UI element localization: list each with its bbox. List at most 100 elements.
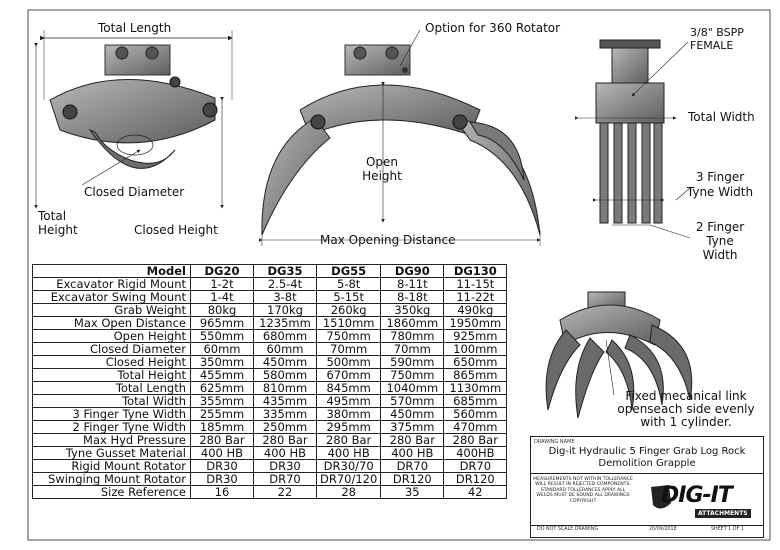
- spec-cell: 60mm: [253, 342, 317, 356]
- total-height-label-1: Total: [38, 209, 67, 223]
- spec-cell: 400HB: [443, 446, 508, 460]
- end-view: [575, 39, 691, 239]
- front-view-open: [259, 29, 541, 246]
- spec-cell: 280 Bar: [190, 433, 254, 447]
- drawing-name-label: DRAWING NAME: [534, 439, 575, 445]
- spec-cell: 750mm: [315, 329, 382, 343]
- spec-row-label: Total Height: [32, 368, 191, 382]
- spec-cell: 560mm: [443, 407, 508, 421]
- spec-cell: DR70: [443, 459, 508, 473]
- link-note-3: with 1 cylinder.: [640, 415, 732, 429]
- spec-cell: 170kg: [253, 303, 317, 317]
- spec-cell: DR70: [253, 472, 317, 486]
- spec-cell: 845mm: [315, 381, 382, 395]
- do-not-scale: DO NOT SCALE DRAWING: [537, 527, 599, 532]
- spec-cell: 350kg: [380, 303, 445, 317]
- three-finger-label-2: Tyne Width: [686, 185, 754, 199]
- spec-cell: 11-22t: [443, 290, 508, 304]
- spec-cell: 260kg: [315, 303, 382, 317]
- tolerance-notes: MEASUREMENTS NOT WITHIN TOLLERANCE WILL …: [533, 477, 633, 504]
- spec-row-label: Total Length: [32, 381, 191, 395]
- spec-cell: 1-4t: [190, 290, 254, 304]
- spec-cell: 70mm: [315, 342, 382, 356]
- open-height-label-1: Open: [365, 155, 399, 169]
- spec-cell: 5-8t: [315, 277, 382, 291]
- spec-cell: 580mm: [253, 368, 317, 382]
- drawing-title-line1: Dig-it Hydraulic 5 Finger Grab Log Rock: [548, 446, 746, 457]
- spec-row-label: 2 Finger Tyne Width: [32, 420, 191, 434]
- dig-it-logo: DIG-IT ATTACHMENTS: [649, 477, 761, 525]
- spec-cell: 70mm: [380, 342, 445, 356]
- open-height-label-2: Height: [362, 169, 402, 183]
- spec-row-label: Size Reference: [32, 485, 191, 499]
- spec-cell: 965mm: [190, 316, 254, 330]
- spec-cell: 1950mm: [443, 316, 508, 330]
- total-length-label: Total Length: [98, 21, 172, 35]
- spec-cell: 1-2t: [190, 277, 254, 291]
- spec-cell: 625mm: [190, 381, 254, 395]
- logo-text: DIG-IT: [661, 483, 733, 508]
- spec-row-label: 3 Finger Tyne Width: [32, 407, 191, 421]
- model-col-header: DG90: [380, 264, 445, 278]
- spec-cell: 500mm: [315, 355, 382, 369]
- two-finger-label-1: 2 Finger: [695, 220, 745, 234]
- spec-cell: DR30: [190, 459, 254, 473]
- spec-cell: 100mm: [443, 342, 508, 356]
- model-col-header: DG20: [190, 264, 254, 278]
- sheet-border: [27, 9, 771, 541]
- spec-cell: 28: [315, 485, 382, 499]
- spec-row-label: Closed Diameter: [32, 342, 191, 356]
- spec-cell: DR120: [380, 472, 445, 486]
- spec-cell: 80kg: [190, 303, 254, 317]
- logo-subtext: ATTACHMENTS: [695, 509, 751, 518]
- spec-row-label: Open Height: [32, 329, 191, 343]
- spec-cell: 925mm: [443, 329, 508, 343]
- spec-cell: 380mm: [315, 407, 382, 421]
- spec-cell: DR30: [190, 472, 254, 486]
- spec-cell: 810mm: [253, 381, 317, 395]
- spec-cell: 22: [253, 485, 317, 499]
- spec-cell: DR120: [443, 472, 508, 486]
- spec-cell: 35: [380, 485, 445, 499]
- spec-row-label: Excavator Rigid Mount: [32, 277, 191, 291]
- drawing-title-line2: Demolition Grapple: [598, 458, 696, 469]
- spec-cell: 490kg: [443, 303, 508, 317]
- isometric-view: [545, 291, 693, 419]
- spec-cell: 435mm: [253, 394, 317, 408]
- model-header: Model: [32, 264, 191, 278]
- spec-cell: 255mm: [190, 407, 254, 421]
- spec-row-label: Rigid Mount Rotator: [32, 459, 191, 473]
- two-finger-label-3: Width: [702, 248, 738, 262]
- spec-cell: 400 HB: [190, 446, 254, 460]
- spec-cell: 1040mm: [380, 381, 445, 395]
- spec-cell: 400 HB: [253, 446, 317, 460]
- spec-cell: 450mm: [380, 407, 445, 421]
- spec-cell: 1860mm: [380, 316, 445, 330]
- spec-cell: 2.5-4t: [253, 277, 317, 291]
- title-block: DRAWING NAME Dig-it Hydraulic 5 Finger G…: [530, 436, 764, 538]
- option-360-label: Option for 360 Rotator: [425, 21, 561, 35]
- spec-cell: 570mm: [380, 394, 445, 408]
- spec-cell: 670mm: [315, 368, 382, 382]
- spec-cell: 400 HB: [315, 446, 382, 460]
- link-note-1: Fixed mecanical link: [625, 389, 747, 403]
- spec-cell: 400 HB: [380, 446, 445, 460]
- spec-cell: DR30/70: [315, 459, 382, 473]
- spec-cell: 42: [443, 485, 508, 499]
- spec-table-header: Model DG20 DG35 DG55 DG90 DG130: [32, 264, 508, 278]
